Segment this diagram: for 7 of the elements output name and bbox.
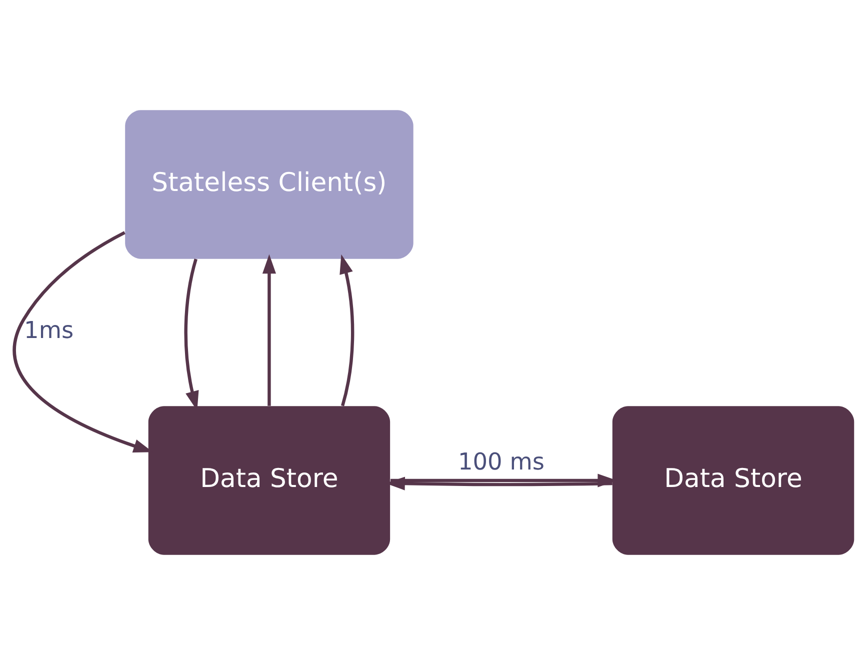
arrow	[340, 254, 354, 406]
node-box: Data Store	[148, 406, 390, 555]
node-box: Data Store	[612, 406, 854, 555]
edge-label: 1ms	[24, 317, 74, 344]
edge-label: 100 ms	[458, 448, 544, 476]
node-box: Stateless Client(s)	[125, 110, 414, 259]
arrow	[262, 254, 276, 406]
